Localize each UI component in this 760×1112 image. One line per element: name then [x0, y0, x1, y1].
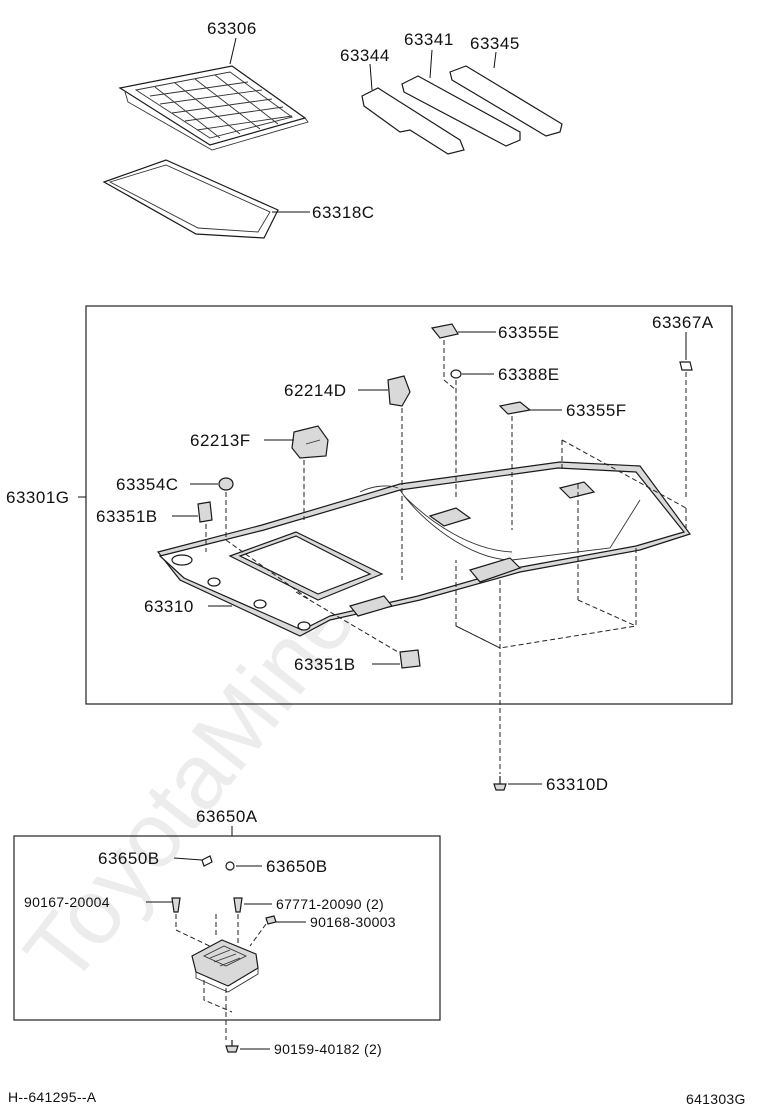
bracket-62213F-part	[291, 425, 329, 459]
clip-63367A-part	[679, 361, 693, 371]
part-label-63388E: 63388E	[498, 365, 560, 384]
part-label-63355F: 63355F	[566, 401, 627, 420]
footer-left-code: H--641295--A	[8, 1089, 97, 1105]
screw-90167-part	[171, 897, 181, 913]
dash-63354C	[225, 492, 311, 601]
part-label-63345: 63345	[470, 34, 520, 53]
part-label-63306: 63306	[207, 19, 257, 38]
part-label-63650B-right: 63650B	[266, 857, 328, 876]
pad-63355F-part	[498, 401, 532, 415]
bulb-63650B-left-part	[201, 855, 213, 867]
part-label-63351B-upper: 63351B	[96, 507, 158, 526]
screw-90159-part	[225, 1040, 239, 1053]
part-label-63310: 63310	[144, 597, 194, 616]
screw-63310D-part	[493, 776, 507, 791]
pad-63341-part	[401, 75, 521, 147]
part-label-63351B-lower: 63351B	[294, 655, 356, 674]
map-lamp-assembly-part	[191, 939, 259, 993]
part-label-62213F: 62213F	[190, 431, 251, 450]
clip-63351B-lower-part	[399, 649, 421, 669]
part-label-63650B-left: 63650B	[98, 849, 160, 868]
pad-63345-part	[449, 65, 563, 137]
leader-63344	[369, 63, 373, 91]
clip-67771-part	[233, 897, 243, 913]
bracket-62214D-part	[387, 375, 411, 407]
part-label-63318C: 63318C	[312, 203, 375, 222]
clip-63351B-upper-part	[197, 501, 213, 523]
part-label-63310D: 63310D	[546, 775, 609, 794]
part-label-90159-40182: 90159-40182 (2)	[274, 1041, 382, 1057]
clip-63388E-part	[450, 369, 462, 379]
leader-63650B-left	[173, 857, 203, 861]
leader-63341	[429, 49, 433, 79]
screw-90168-part	[265, 915, 277, 925]
pad-63355E-part	[430, 323, 459, 339]
part-label-63650A: 63650A	[196, 807, 258, 826]
lens-63650B-right-part	[225, 861, 235, 871]
dash-lamp-frame	[203, 914, 233, 1040]
sunroof-seal-part	[102, 159, 279, 239]
headliner-group-frame	[85, 305, 733, 705]
dash-63355E	[443, 340, 457, 391]
leader-63306	[229, 37, 237, 65]
footer-right-code: 641303G	[686, 1091, 746, 1107]
dash-63351B-lower	[295, 591, 399, 653]
part-label-63344: 63344	[340, 46, 390, 65]
dash-90167	[175, 914, 219, 951]
part-label-63341: 63341	[404, 30, 454, 49]
cap-63354C-part	[218, 477, 234, 491]
lamp-group-frame	[13, 835, 441, 1021]
part-label-90168-30003: 90168-30003	[310, 914, 396, 930]
part-label-62214D: 62214D	[284, 381, 347, 400]
dash-90168	[249, 923, 267, 947]
part-label-63354C: 63354C	[116, 475, 179, 494]
sunshade-panel-part	[118, 65, 309, 151]
part-label-63367A: 63367A	[652, 313, 714, 332]
leader-63345	[493, 51, 497, 69]
part-label-63355E: 63355E	[498, 323, 560, 342]
part-label-63301G: 63301G	[6, 488, 70, 507]
pad-63344-part	[361, 87, 465, 155]
part-label-90167-20004: 90167-20004	[24, 894, 110, 910]
headliner-assembly-part	[156, 461, 691, 637]
part-label-67771-20090: 67771-20090 (2)	[276, 896, 384, 912]
